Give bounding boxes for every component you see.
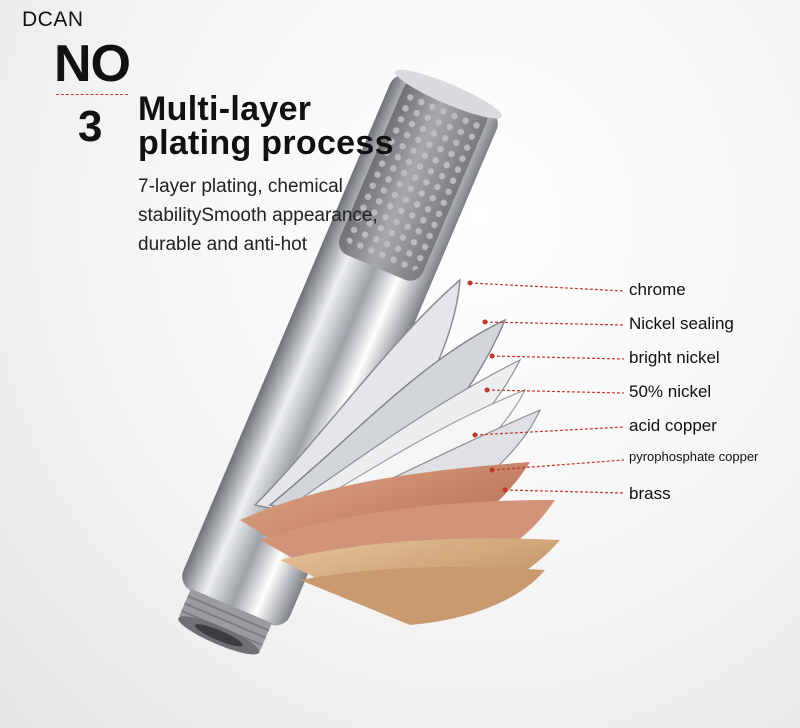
layer-label-chrome: chrome [629,280,686,299]
layer-label-50-nickel: 50% nickel [629,382,712,401]
badge-underline [56,94,128,95]
layer-label-bright-nickel: bright nickel [629,348,720,367]
headline-line-2: plating process [138,124,394,162]
layer-label-nickel-sealing: Nickel sealing [629,314,734,333]
brand-name: DCAN [22,8,84,31]
layer-label-acid-copper: acid copper [629,416,717,435]
peeled-layers [240,278,560,625]
layer-label-pyrophosphate-copper: pyrophosphate copper [629,449,759,464]
callout-dots [467,280,508,493]
badge-number: 3 [78,102,103,151]
layer-label-brass: brass [629,484,671,503]
description: 7-layer plating, chemical stabilitySmoot… [138,176,378,255]
headline-line-1: Multi-layer [138,90,312,128]
headline: Multi-layer plating process [138,92,394,160]
callout-lines [469,282,625,494]
badge-prefix: NO [54,35,131,93]
